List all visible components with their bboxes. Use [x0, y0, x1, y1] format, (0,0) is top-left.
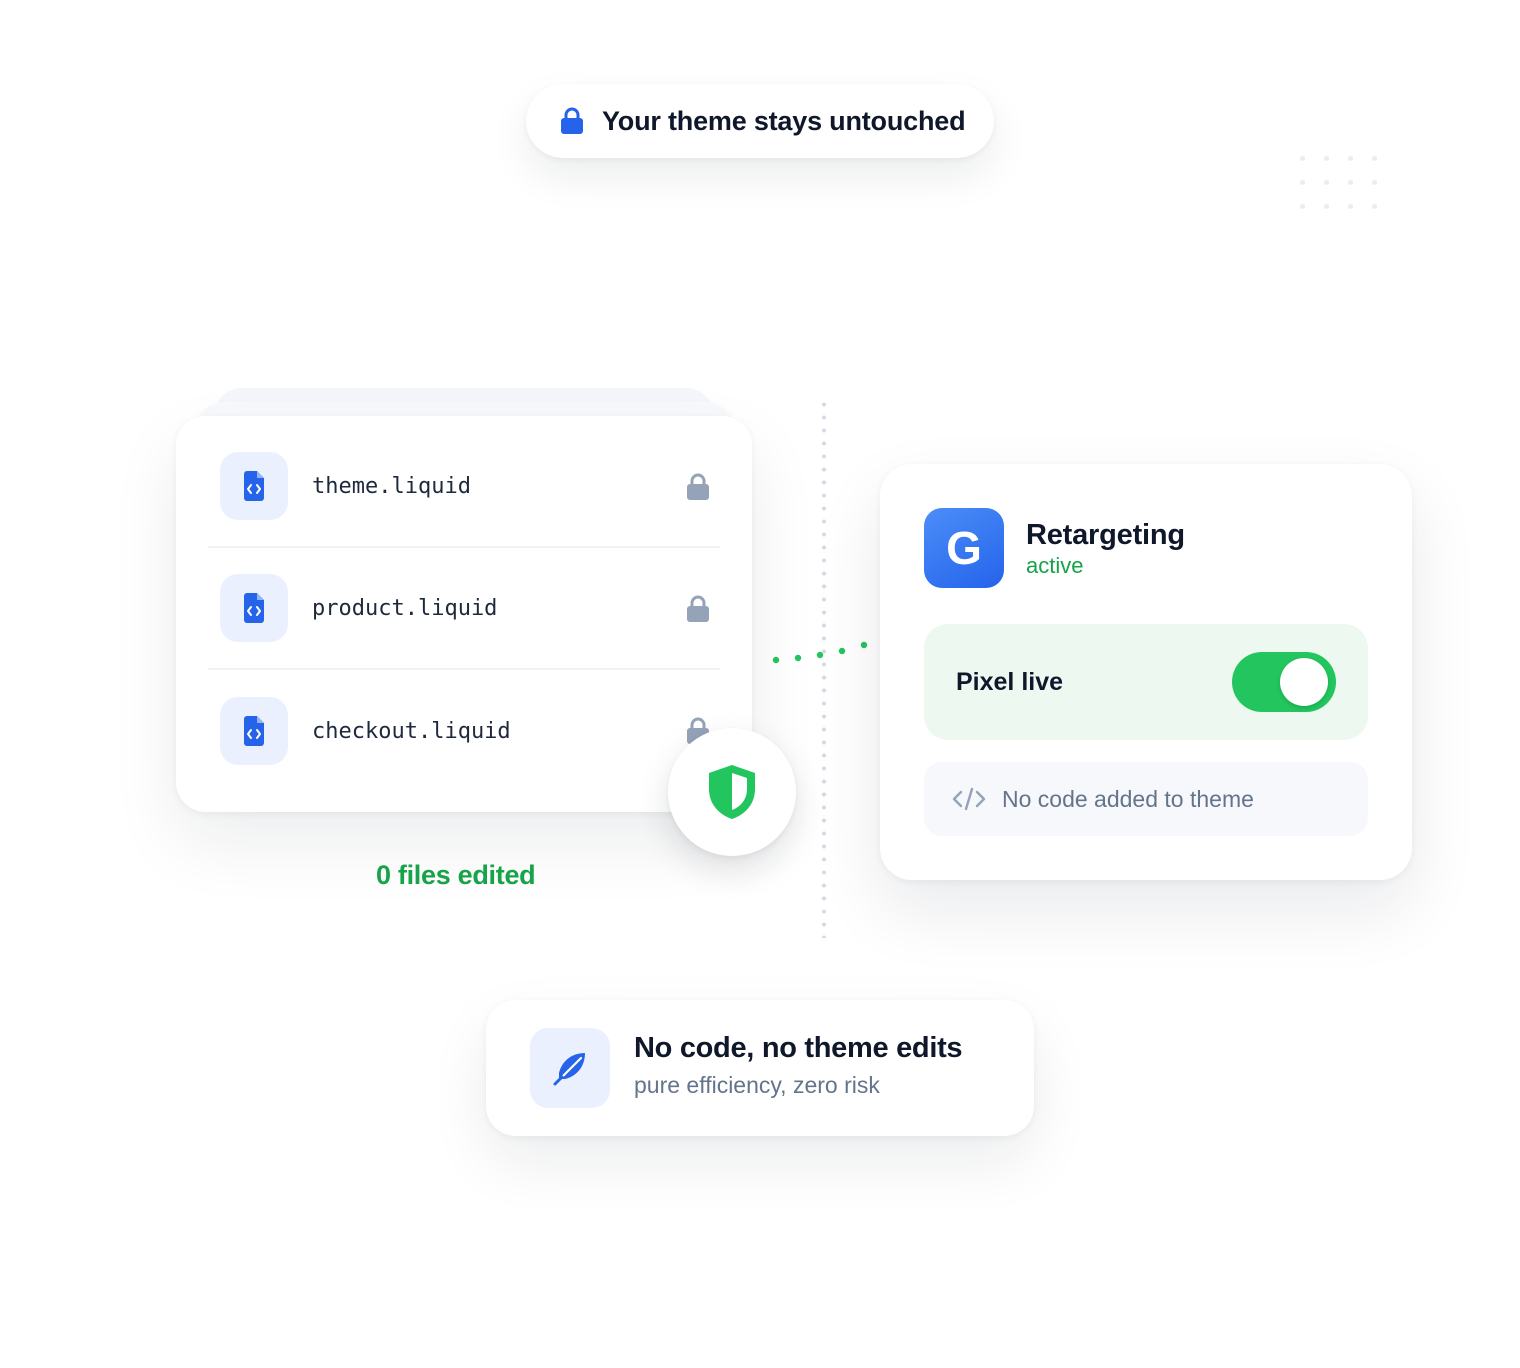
connector-dots	[772, 641, 868, 664]
grid-dot	[1348, 180, 1353, 185]
retargeting-card: G Retargeting active Pixel live No code …	[880, 464, 1412, 880]
grid-dot	[1324, 180, 1329, 185]
file-name: theme.liquid	[312, 473, 471, 499]
google-logo-icon: G	[924, 508, 1004, 588]
file-row: product.liquid	[208, 548, 720, 670]
shield-badge	[668, 728, 796, 856]
pixel-live-row: Pixel live	[924, 624, 1368, 740]
grid-dot	[1300, 180, 1305, 185]
grid-dot	[1372, 156, 1377, 161]
no-code-card: No code, no theme edits pure efficiency,…	[486, 1000, 1034, 1136]
files-edited-summary: 0 files edited	[376, 860, 536, 890]
lock-icon	[561, 107, 583, 134]
no-code-title: No code, no theme edits	[634, 1032, 963, 1064]
no-code-text: No code added to theme	[1002, 785, 1254, 812]
grid-dot	[1300, 156, 1305, 161]
no-code-subtitle: pure efficiency, zero risk	[634, 1072, 880, 1098]
theme-untouched-pill: Your theme stays untouched	[526, 84, 994, 158]
dot-grid-decoration	[1300, 156, 1380, 212]
pixel-live-label: Pixel live	[956, 667, 1064, 696]
file-name: checkout.liquid	[312, 718, 511, 744]
status-badge: active	[1026, 553, 1084, 578]
grid-dot	[1324, 204, 1329, 209]
no-code-note: No code added to theme	[924, 762, 1368, 836]
toggle-knob	[1280, 658, 1328, 706]
grid-dot	[1348, 204, 1353, 209]
lock-icon	[687, 595, 709, 622]
grid-dot	[1372, 204, 1377, 209]
grid-dot	[1300, 204, 1305, 209]
code-file-icon	[220, 574, 288, 642]
file-row: checkout.liquid	[208, 670, 720, 792]
file-name: product.liquid	[312, 595, 498, 621]
feather-icon	[530, 1028, 610, 1108]
grid-dot	[1324, 156, 1329, 161]
shield-icon	[709, 765, 755, 819]
retargeting-title: Retargeting	[1026, 519, 1185, 551]
pill-text: Your theme stays untouched	[602, 105, 966, 136]
code-file-icon	[220, 452, 288, 520]
grid-dot	[1348, 156, 1353, 161]
lock-icon	[687, 473, 709, 500]
file-row: theme.liquid	[208, 426, 720, 548]
theme-files-card: theme.liquid product.liquid checkout.liq…	[176, 416, 752, 812]
pixel-toggle[interactable]	[1232, 652, 1336, 712]
vertical-dotted-divider	[822, 398, 826, 938]
code-file-icon	[220, 697, 288, 765]
grid-dot	[1372, 180, 1377, 185]
code-icon	[952, 787, 986, 811]
